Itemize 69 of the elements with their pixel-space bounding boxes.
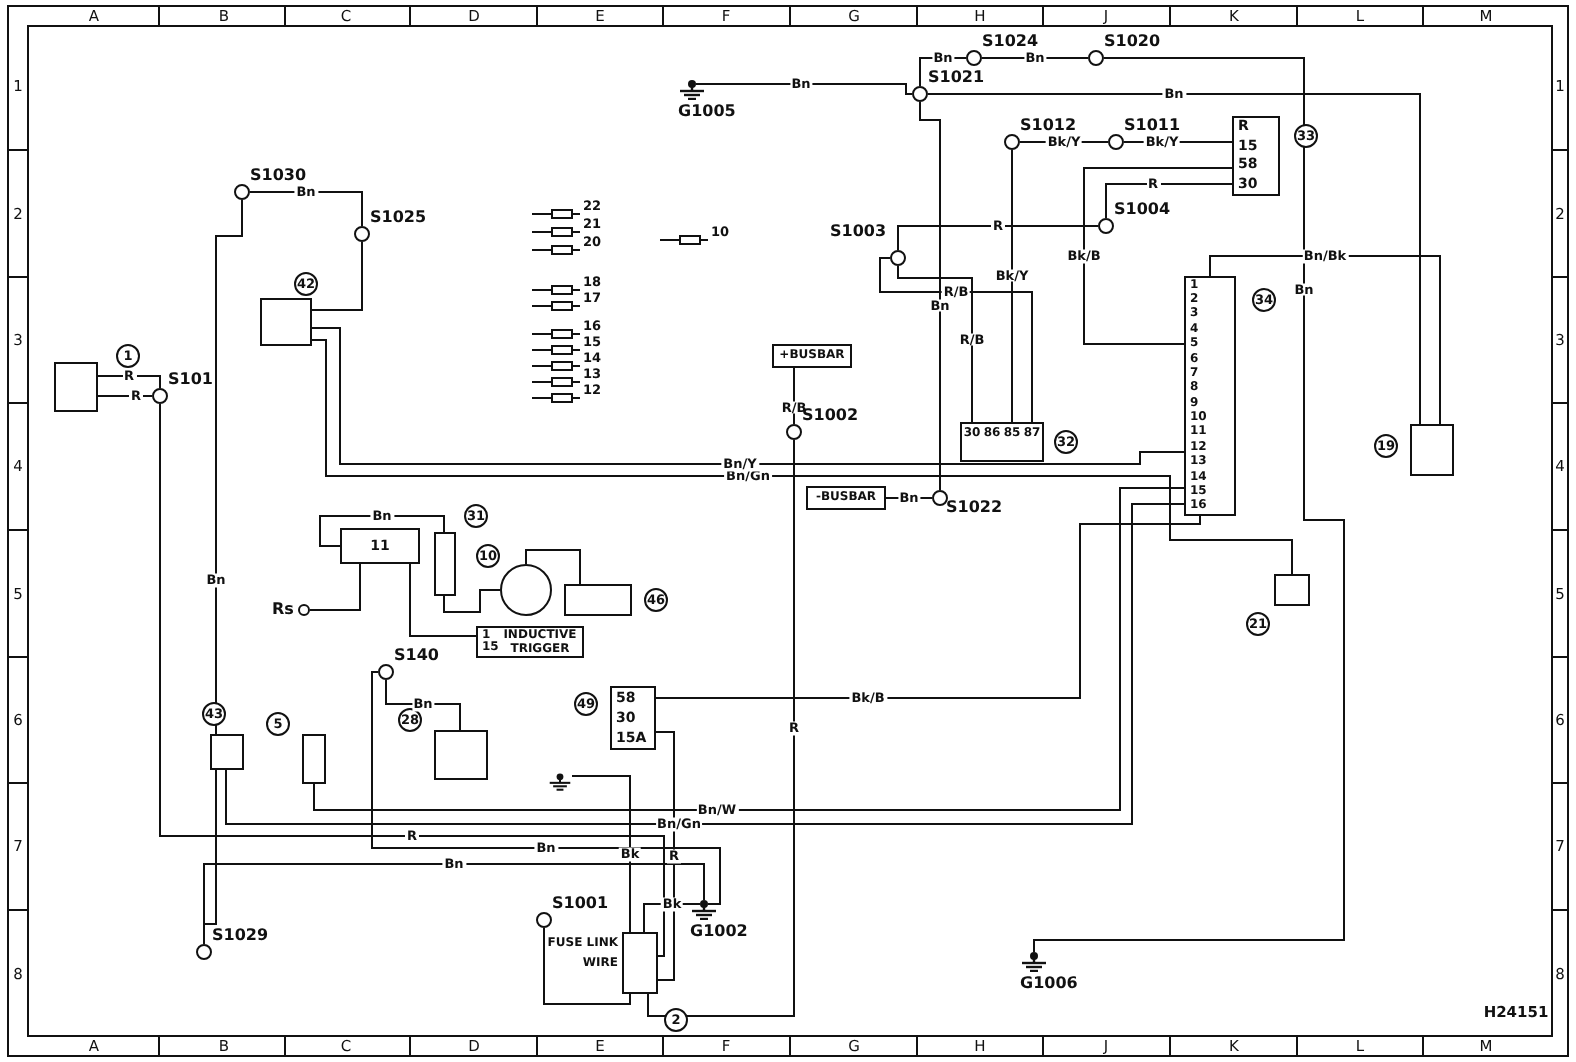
component-box [340, 528, 420, 564]
wire [655, 731, 675, 981]
splice-label: S1012 [1020, 118, 1077, 134]
terminal-label: Rs [272, 602, 294, 618]
component-symbol [564, 584, 632, 616]
component-symbol [434, 730, 488, 780]
wire [309, 563, 361, 611]
component-box [1232, 116, 1280, 196]
wire [311, 327, 1185, 465]
component-box [1184, 276, 1236, 516]
wire [879, 257, 1033, 423]
splice-label: S1025 [370, 210, 427, 226]
wire [311, 241, 363, 311]
wire [203, 863, 705, 945]
wire [897, 265, 973, 423]
splice-label: S1003 [830, 224, 887, 240]
wire [927, 93, 1421, 425]
splice-label: S1022 [946, 500, 1003, 516]
wire [647, 439, 795, 1017]
wire [897, 225, 1099, 251]
wire [1083, 167, 1233, 345]
wire [793, 367, 795, 425]
wire [97, 375, 161, 389]
wire [571, 775, 631, 933]
component-box [772, 344, 852, 368]
splice-label: S1029 [212, 928, 269, 944]
component-symbol [210, 734, 244, 770]
splice-label: S101 [168, 372, 213, 388]
splice-label: S1024 [982, 34, 1039, 50]
splice-label: S1011 [1124, 118, 1181, 134]
splice-label: S1021 [928, 70, 985, 86]
wire [159, 403, 665, 957]
wire [1011, 149, 1013, 423]
ground-label: G1002 [690, 924, 748, 940]
splice-label: S1004 [1114, 202, 1171, 218]
component-symbol [302, 734, 326, 784]
wire [371, 671, 721, 905]
component-symbol [500, 564, 552, 616]
splice-label: S1001 [552, 896, 609, 912]
wire [1209, 255, 1441, 425]
wire [409, 563, 477, 637]
component-box [610, 686, 656, 750]
wire [313, 487, 1185, 811]
component-symbol [1274, 574, 1310, 606]
component-box [476, 626, 584, 658]
ground-label: G1005 [678, 104, 736, 120]
wire [655, 515, 1201, 699]
wire [249, 191, 363, 227]
wire [919, 101, 941, 491]
splice-label: S140 [394, 648, 439, 664]
splice-label: S1020 [1104, 34, 1161, 50]
wire [225, 503, 1185, 825]
wire [443, 589, 501, 613]
ground-label: G1006 [1020, 976, 1078, 992]
component-symbol [260, 298, 312, 346]
component-symbol [54, 362, 98, 412]
wire [543, 927, 631, 1005]
wire [525, 549, 581, 585]
wire [1105, 183, 1233, 219]
wire [1033, 57, 1345, 953]
splice-label: S1002 [802, 408, 859, 424]
wire [319, 515, 445, 547]
splice-label: S1030 [250, 168, 307, 184]
wire [311, 339, 1293, 575]
wire [695, 83, 913, 95]
component-symbol [434, 532, 456, 596]
component-box [960, 422, 1044, 462]
component-symbol [1410, 424, 1454, 476]
component-box [806, 486, 886, 510]
